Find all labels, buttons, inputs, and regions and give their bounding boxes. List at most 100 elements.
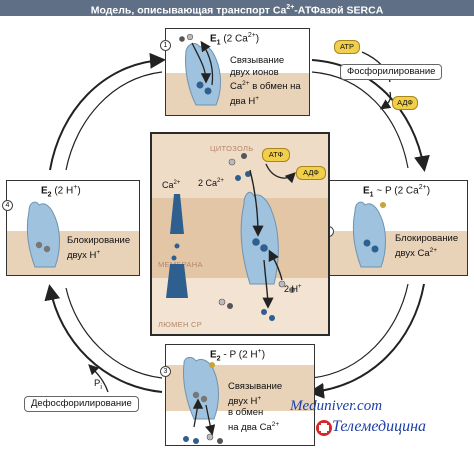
desc-text: на два Ca [228,421,272,433]
desc-sup: 2+ [242,80,250,87]
adp-pill: АДФ [392,96,418,110]
protein-graphic [352,201,386,268]
two-h-sup: + [298,284,302,290]
ca-text: Ca [162,180,174,190]
lumen-label: ЛЮМЕН СР [158,320,203,329]
state-close: ) [255,33,260,45]
two-ca-text: 2 Ca [198,178,218,188]
pi-sub: i [100,383,102,391]
cycle-arc-bottom-left-inner [65,287,163,379]
desc-line: в обмен [228,407,264,419]
state-close: ) [77,185,81,197]
desc-sup: + [255,94,260,102]
state-sup: + [257,348,262,355]
state-box-e1-2ca: E1 (2 Ca2+) Связывание двух ионов Ca2+ в… [165,28,310,116]
cycle-arc-bottom-right [308,283,425,399]
desc-line: Связывание [228,381,283,392]
state-box-e2p-2h: E2 - P (2 H+) Связывание двух H+ в обмен… [165,344,315,446]
state-close: ) [426,185,431,197]
step-number-1: 1 [160,40,171,51]
center-graphic [166,153,296,321]
membrane-band [329,231,467,275]
pi-label: Pi [94,378,102,391]
two-h-label: 2 H+ [284,284,302,294]
protein-graphic [183,356,223,444]
desc-sup: 2+ [429,246,438,254]
cytosol-label: ЦИТОЗОЛЬ [210,144,254,153]
title-sup: 2+ [286,4,295,11]
atp-pill: АТР [334,40,360,54]
state-name: E [210,33,217,45]
ca-sup: 2+ [173,180,181,186]
state-sub: 2 [216,355,221,363]
desc-line: двух Ca2+ [395,245,458,260]
center-panel: ЦИТОЗОЛЬ МЕМБРАНА ЛЮМЕН СР Ca2+ 2 Ca2+ [150,132,330,336]
cycle-arc-top-right [311,59,430,172]
center-adp-pill: АДФ [296,166,326,180]
ca-gradient-label: Ca2+ [162,180,180,190]
pi-out-arrow [88,364,109,393]
cycle-arc-bottom-right-inner [311,283,409,379]
state-header: E2 (2 H+) [41,184,81,198]
state-header: E1 (2 Ca2+) [210,32,259,46]
step-number-3: 3 [160,366,171,377]
desc-sup: + [257,394,262,402]
desc-text: двух H [228,395,258,407]
step-number-4: 4 [2,200,13,211]
desc-text: двух H [67,249,97,261]
desc-text: в обмен на [249,81,301,93]
desc-line: два H+ [230,93,301,108]
cycle-arc-top-left-inner [65,71,163,171]
dephosphorylation-label: Дефосфорилирование [24,396,139,412]
two-h-text: 2 H [284,284,299,294]
cycle-arc-bottom-left [44,284,163,393]
cycle-arc-top-right-inner [311,71,409,169]
desc-text: два H [230,95,256,107]
desc-sup: 2+ [271,420,280,428]
state-name: E [41,185,48,197]
state-rest: ~ P (2 Ca [373,185,419,197]
desc-text: Ca [230,81,243,93]
center-atp-pill: АТФ [262,148,290,162]
state-close: ) [261,349,266,361]
state-description: Блокирование двух H+ [67,235,130,261]
title-text-end: -АТФазой SERCA [294,4,384,17]
pi-text: P [94,378,101,389]
desc-line: Блокирование [395,233,459,244]
state-name: E [363,185,370,197]
state-sup: 2+ [247,32,256,39]
desc-text: двух Ca [395,247,430,259]
watermark-site: Meduniver.com [290,398,383,414]
state-sub: 1 [369,191,374,199]
state-name: E [210,349,217,361]
state-description: Связывание двух H+ в обмен на два Ca2+ [228,381,282,433]
state-rest: (2 Ca [220,33,248,45]
state-sub: 2 [47,191,52,199]
state-rest: - P (2 H [220,349,258,361]
state-header: E2 - P (2 H+) [210,348,265,362]
title-text: Модель, описывающая транспорт Ca [90,4,287,17]
two-ca-sup: 2+ [217,178,224,184]
protein-graphic [26,201,60,268]
desc-line: двух H+ [228,393,282,408]
cycle-arc-top-left [49,52,166,171]
desc-line: Блокирование [67,235,131,246]
desc-line: двух H+ [67,247,130,262]
desc-line: двух ионов [230,66,279,78]
state-sup: 2+ [418,184,427,191]
state-sup: + [73,184,78,191]
desc-line: Связывание [230,55,285,66]
phosphorylation-label: Фосфорилирование [340,64,443,80]
state-description: Блокирование двух Ca2+ [395,233,458,259]
adp-out-arrow [379,91,392,110]
two-ca-label: 2 Ca2+ [198,178,224,188]
state-rest: (2 H [51,185,74,197]
watermark-subtitle: Телемедицина [332,418,427,435]
diagram-title: Модель, описывающая транспорт Ca2+-АТФаз… [0,0,474,17]
desc-line: на два Ca2+ [228,419,282,434]
state-description: Связывание двух ионов Ca2+ в обмен на дв… [230,55,301,107]
protein-graphic [179,33,221,106]
desc-sup: + [96,248,101,256]
desc-line: Ca2+ в обмен на [230,78,301,93]
